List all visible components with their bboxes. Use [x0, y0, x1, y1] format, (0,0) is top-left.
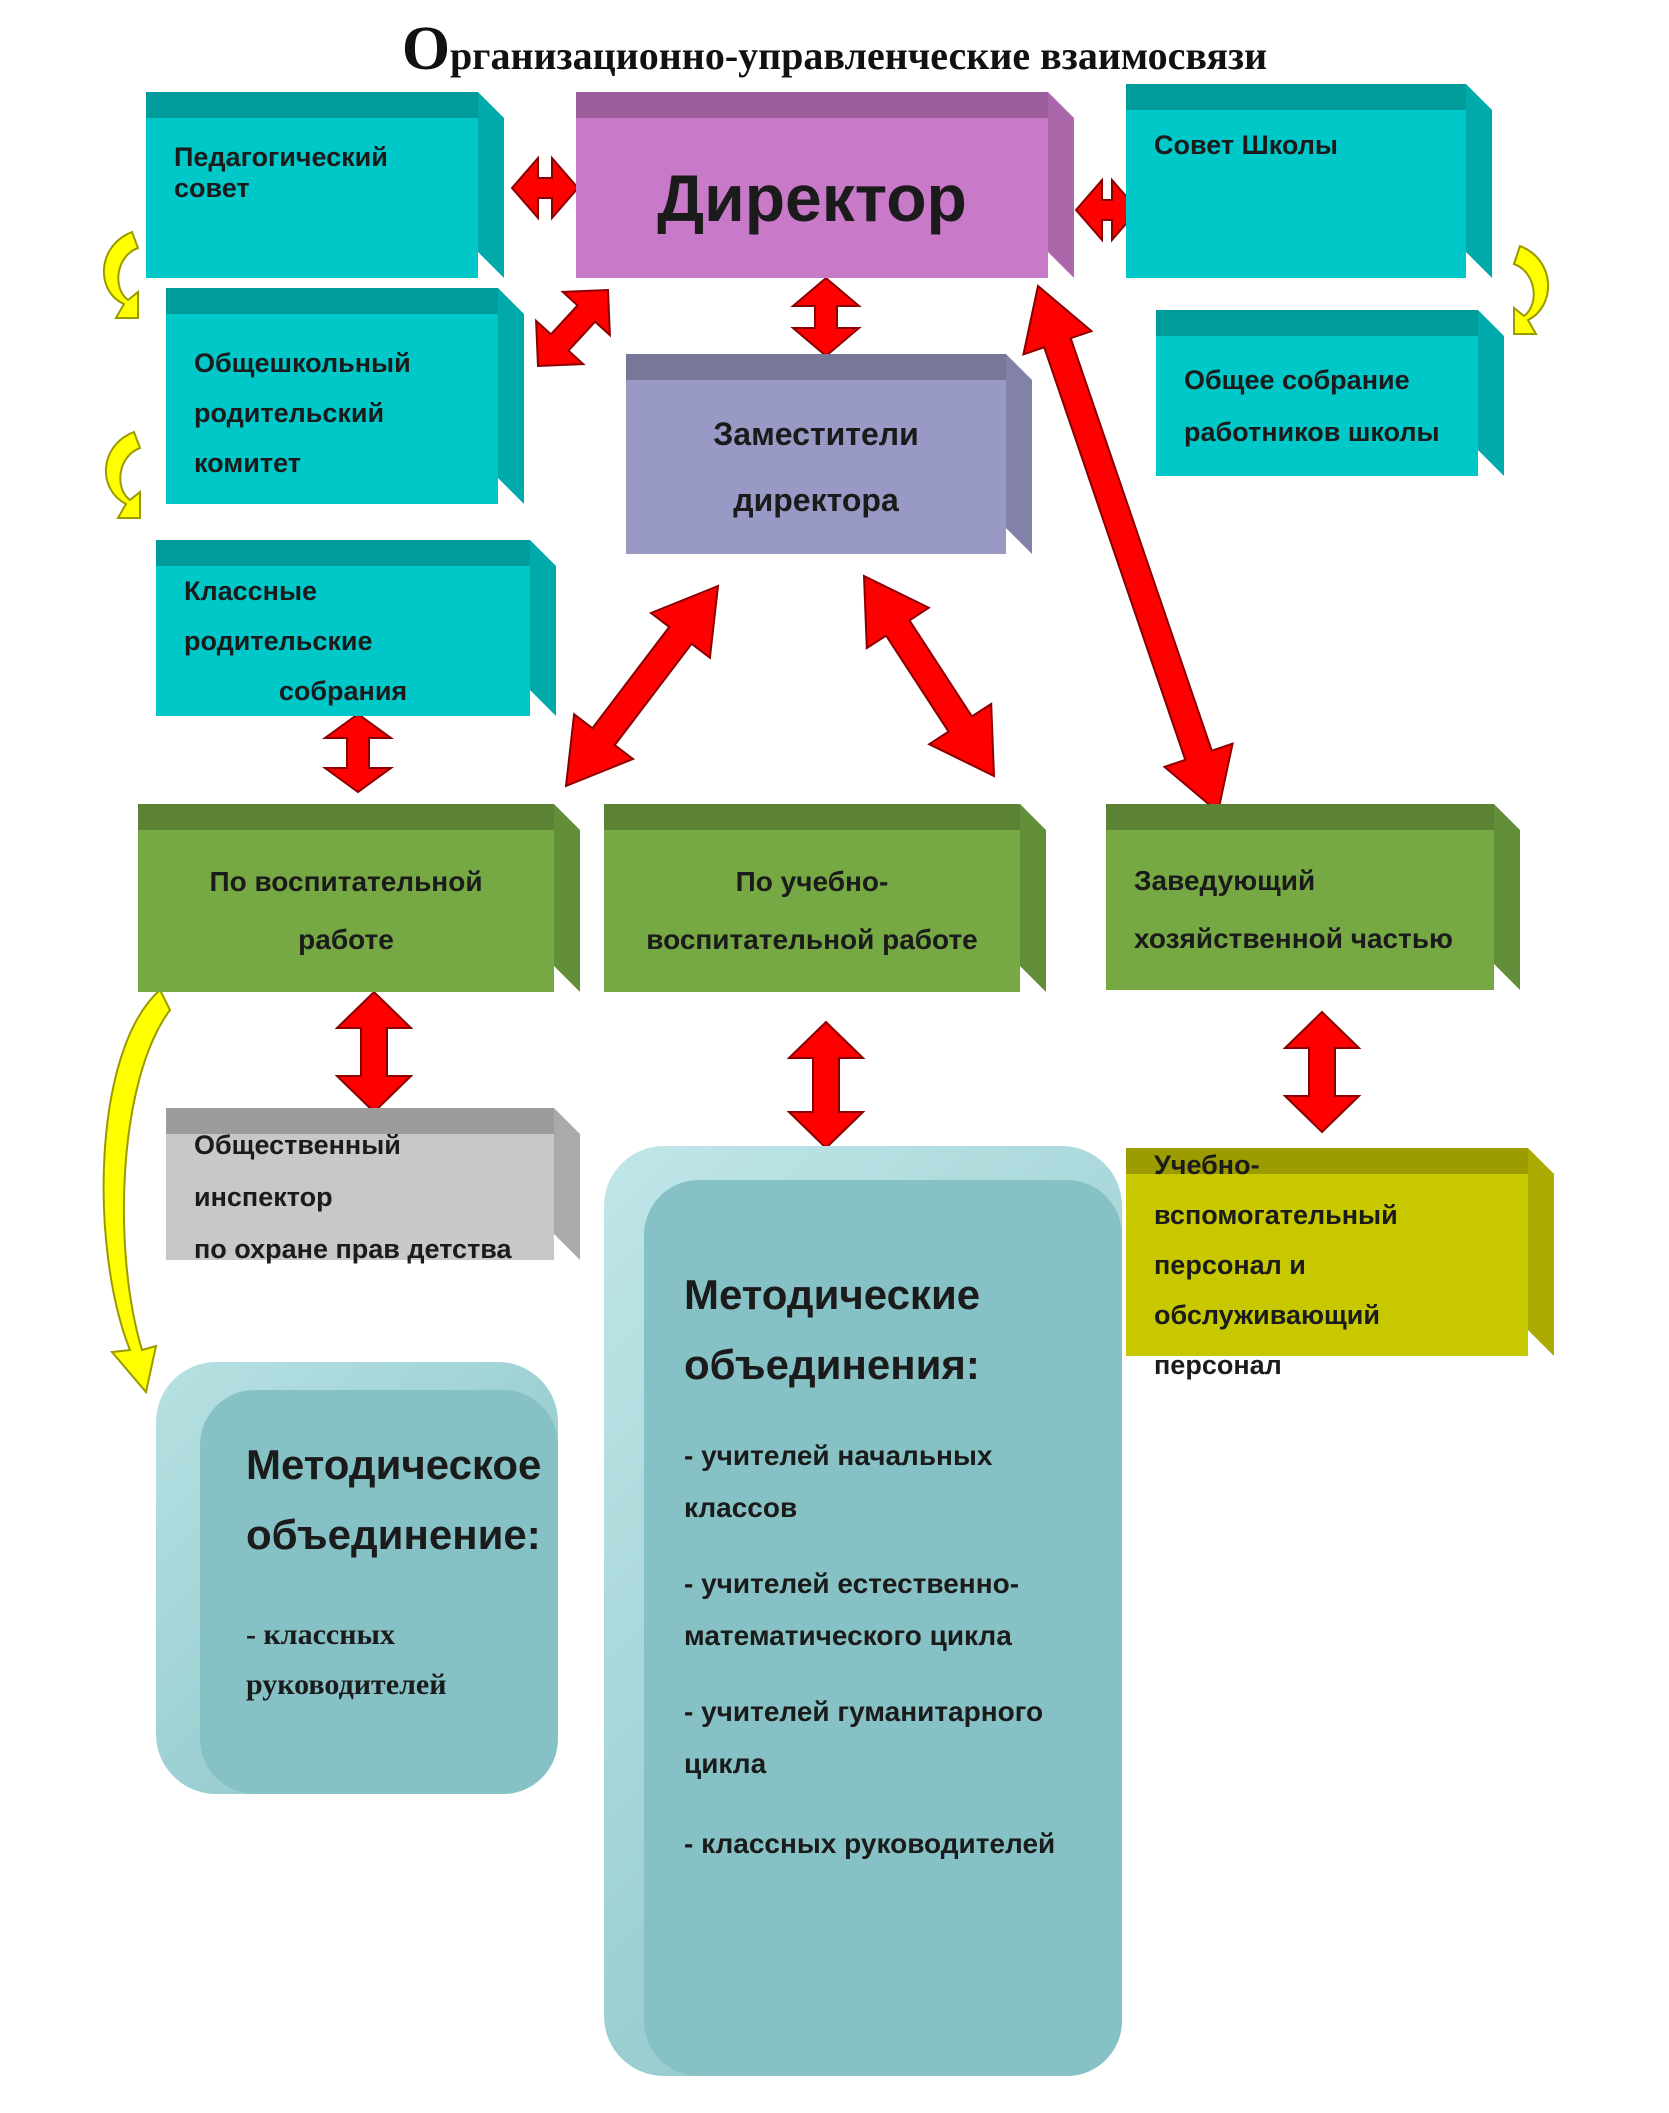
curved-arrow-left-top — [102, 230, 140, 319]
deputy-directors-box: Заместители директора — [626, 354, 1032, 554]
upbringing-work-box: По воспитательной работе — [138, 804, 580, 992]
diagram-title: Организационно-управленческие взаимосвяз… — [401, 15, 1268, 83]
arrow-academic-methods — [786, 1020, 866, 1150]
child-rights-inspector-box: Общественный инспектор по охране прав де… — [166, 1108, 580, 1264]
school-council-box: Совет Школы — [1126, 84, 1492, 278]
method-associations-multi: Методические объединения: - учителей нач… — [604, 1146, 1122, 2076]
arrow-upbringing-inspector — [334, 990, 414, 1114]
curved-arrow-left-long — [102, 988, 172, 1395]
arrow-household-support — [1282, 1010, 1362, 1134]
class-parent-meetings-box: Классные родительские собрания — [156, 540, 556, 716]
curved-arrow-left-mid — [104, 430, 142, 519]
pedagogical-council-box: Педагогический совет — [146, 92, 504, 278]
general-meeting-box: Общее собрание работников школы — [1156, 310, 1504, 476]
arrow-deputies-upbringing — [564, 584, 720, 788]
parent-committee-box: Общешкольный родительский комитет — [166, 288, 524, 504]
arrow-director-deputies — [790, 276, 862, 358]
director-box: Директор — [576, 92, 1074, 278]
household-head-box: Заведующий хозяйственной частью — [1106, 804, 1520, 990]
arrow-classmeetings-upbringing — [321, 712, 395, 794]
method-association-single: Методическое объединение: - классных рук… — [156, 1362, 558, 1794]
support-staff-box: Учебно-вспомогательный персонал и обслуж… — [1126, 1148, 1554, 1380]
arrow-deputies-academic — [862, 574, 996, 778]
arrow-director-parent-committee — [535, 288, 611, 368]
academic-work-box: По учебно- воспитательной работе — [604, 804, 1046, 992]
arrow-ped-director — [510, 155, 580, 221]
curved-arrow-right — [1512, 244, 1550, 335]
